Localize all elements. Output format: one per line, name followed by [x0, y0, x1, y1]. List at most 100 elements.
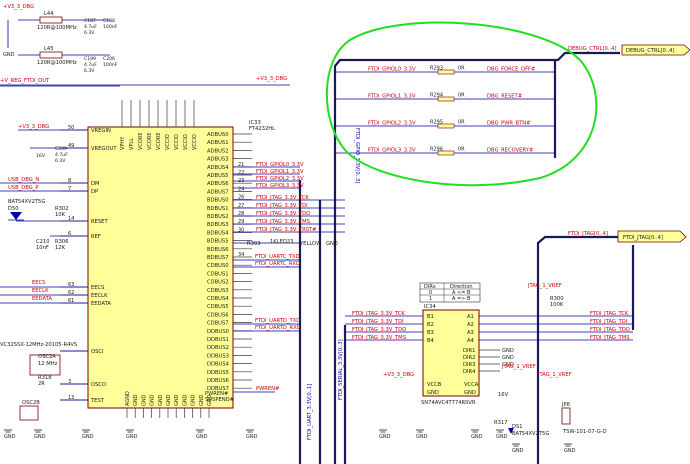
ic34-b-pin: B2: [427, 322, 434, 328]
net-usb-p: USB_DBG_P: [8, 185, 38, 191]
ic34-b-net: FTDI_JTAG_3.3V_TCK: [352, 311, 405, 317]
l44-inductor: [39, 16, 63, 24]
truth-head-dir: DIRx: [424, 284, 436, 290]
truth-head-direction: Direction: [450, 284, 473, 290]
gnd-symbol-label: GND: [196, 434, 208, 440]
c188-val: 100nF: [103, 24, 118, 30]
ic33-right-pin-num: 27: [238, 203, 244, 209]
ic33-right-pin-name: BDBUS3: [207, 222, 229, 228]
ic33-right-pin-name: ADBUS6: [207, 181, 229, 187]
jtag-src-label: FTDI_JTAG_3.3V_TDI: [256, 203, 308, 209]
truth-row1-b: A => B: [452, 296, 471, 302]
ic33-right-pin-name: DDBUS7: [207, 386, 229, 392]
ic34-b-pin: B4: [427, 338, 435, 344]
ic33-left-pin-num: 3: [68, 379, 71, 385]
power-v33-left: +V3_3_DBG: [18, 124, 49, 130]
debug-row-resistor-val: 0R: [458, 120, 465, 126]
debug-row-dst-label: DBG_RECOVERY#: [487, 148, 533, 154]
ic33-bottom-pin-name: GND: [199, 394, 205, 406]
ic34-dir-gnd: GND: [502, 355, 514, 361]
ic34-dir-pin: DIR1: [463, 348, 475, 354]
r302-ref: R302: [55, 206, 69, 212]
ic33-right-pin-num: 24: [238, 186, 244, 192]
ic33-bottom-pin-name: GND: [166, 394, 172, 406]
ic33-right-pin-name: CDBUS1: [207, 271, 229, 277]
l45-inductor: [39, 51, 63, 59]
debug-row-dst-label: DBG_RESET#: [487, 94, 522, 100]
ic33-bottom-pin-name: GND: [133, 394, 139, 406]
ic33-left-pin-num: 6: [68, 231, 71, 237]
r300-ref: R300: [550, 296, 564, 302]
ic34-body: [422, 309, 480, 397]
ic34-pins: B1FTDI_JTAG_3.3V_TCKB2FTDI_JTAG_3.3V_TDI…: [345, 311, 633, 396]
c210-ref: C210: [36, 239, 50, 245]
net-eeclk: EECLK: [32, 288, 49, 294]
ic33-right-pin-name: BDBUS0: [207, 198, 229, 204]
ic34-a-pin: A2: [467, 322, 474, 328]
ic33-top-pin-name: VCORE: [138, 133, 144, 150]
ic34-a-net: FTDI_JTAG_TDO: [590, 327, 630, 333]
c209-volt: 6.3V: [55, 158, 66, 164]
debug-row-resistor-ref: R294: [430, 93, 443, 99]
net-uartd-rxd: FTDI_UARTD_RXD: [255, 325, 301, 331]
ic33-bottom-pin-name: GND: [158, 394, 164, 406]
ic33-right-pin-name: BDBUS1: [207, 206, 229, 212]
ic34-b-pin: B1: [427, 314, 434, 320]
ic33-top-pin-name: VCORE: [147, 133, 153, 150]
ic33-right-pin-name: CDBUS4: [207, 296, 229, 302]
gnd-symbol-label: GND: [512, 448, 524, 454]
annotation-circle: [325, 21, 598, 187]
ic33-right-pin-name: DDBUS6: [207, 378, 229, 384]
bus-jtag-label: FTDI_JTAG[0..4]: [568, 231, 608, 237]
r303-ref: R303: [247, 241, 261, 247]
osc-part: VC32SSX-12MHz-20105-R4VS: [0, 342, 77, 348]
debug-row-resistor-ref: R293: [430, 66, 443, 72]
ic33-left-pin-num: 62: [68, 290, 74, 296]
gnd-symbol-label: GND: [82, 434, 94, 440]
c199-ref: C199: [84, 56, 96, 62]
jp8-part: TSW-101-07-G-D: [562, 429, 607, 435]
ic33-top-pin-name: VCCIO: [192, 134, 198, 150]
ic33-left-pin-num: 7: [68, 186, 71, 192]
ic34-vcca: VCCA: [464, 382, 479, 388]
ic33-right-pin-name: ADBUS2: [207, 148, 229, 154]
gpio-net-label: FTDI_GPIOL2_3.3V: [256, 176, 304, 182]
ic33-right-pin-num: 22: [238, 170, 244, 176]
c209-ref: C209: [55, 146, 67, 152]
ic33-right-pin-name: DDBUS1: [207, 337, 229, 343]
c209-val: 4.7uF: [55, 152, 68, 158]
ic33-right-pin-num: 26: [238, 195, 244, 201]
c199-volt: 6.3V: [84, 68, 95, 74]
ic34-dir-gnd: GND: [502, 362, 514, 368]
ic33-right-pin-name: CDBUS7: [207, 321, 229, 327]
power-v33-ic34: +V3_3_DBG: [383, 372, 414, 378]
gnd-symbol-label: GND: [471, 434, 483, 440]
ic34-a-net: FTDI_JTAG_TMS: [590, 335, 629, 341]
ic34-dir-gnd: GND: [502, 348, 514, 354]
r302-val: 10K: [55, 212, 66, 218]
gnd-symbol-label: GND: [564, 448, 576, 454]
ic33-part: FT4232HL: [249, 126, 275, 132]
c210-val: 10nF: [36, 245, 49, 251]
gpio-net-labels: FTDI_GPIOL0_3.3VFTDI_GPIOL1_3.3VFTDI_GPI…: [233, 162, 304, 189]
ic34-ref: IC34: [424, 304, 436, 310]
debug-row-src-label: FTDI_GPIOL0_3.3V: [368, 67, 416, 73]
ic33-right-pin-name: BDBUS7: [207, 255, 229, 261]
gpio-net-label: FTDI_GPIOL3_3.3V: [256, 183, 304, 189]
power-v33-top: +V3_3_DBG: [3, 4, 34, 10]
ic33-right-pin-num: 21: [238, 162, 244, 168]
debug-row-src-label: FTDI_GPIOL1_3.3V: [368, 94, 416, 100]
ic33-right-pin-name: BDBUS4: [207, 230, 229, 236]
ic33-right-pin-num: 30: [238, 227, 244, 233]
power-vreg: +V_REG_FTDI_OUT: [0, 78, 50, 84]
ic33-right-pin-name: BDBUS6: [207, 247, 229, 253]
ic34-dir-pin: DIR2: [463, 355, 475, 361]
gnd-symbol-label: GND: [4, 434, 16, 440]
ic33-left-pin-name: EECLK: [91, 293, 108, 299]
debug-row-resistor: [437, 96, 455, 102]
ic33-right-pin-name: DDBUS3: [207, 353, 229, 359]
ic33-left-pin-num: 14: [68, 216, 74, 222]
